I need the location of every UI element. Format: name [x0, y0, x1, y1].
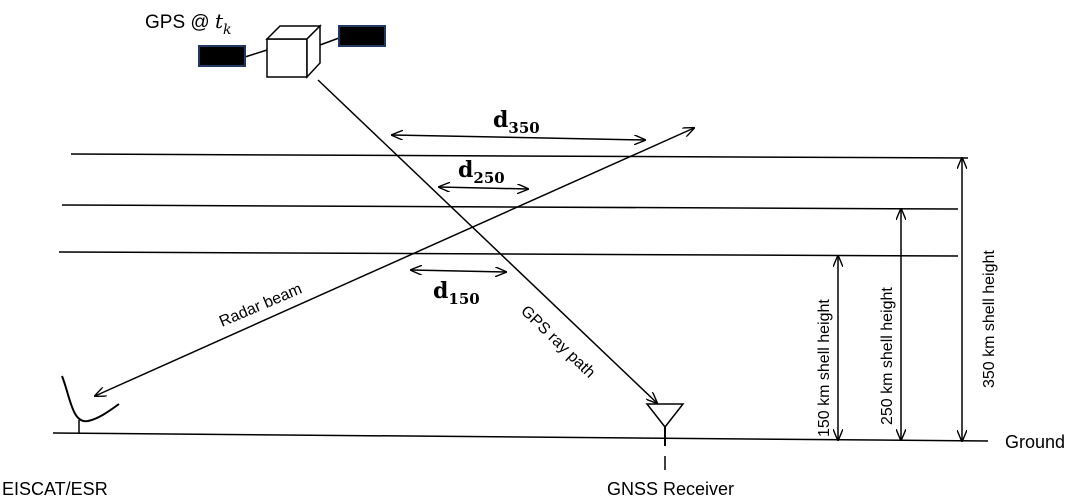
- gnss-receiver-label: GNSS Receiver: [607, 479, 734, 499]
- radar-beam-label: Radar beam: [217, 281, 305, 331]
- antenna-icon: [647, 404, 683, 470]
- height-350-label: 350 km shell height: [981, 250, 998, 388]
- distance-250-arrow: [439, 187, 528, 189]
- height-250-label: 250 km shell height: [879, 287, 896, 425]
- height-150-label: 150 km shell height: [816, 299, 833, 437]
- radar-beam: [95, 128, 694, 396]
- radar-station-label: EISCAT/ESR: [2, 479, 108, 499]
- distance-350-label: d350: [493, 107, 540, 137]
- ground-label: Ground: [1005, 432, 1065, 452]
- radar-dish-icon: [62, 376, 119, 421]
- distance-150-arrow: [411, 270, 506, 272]
- distance-250-label: d250: [458, 157, 505, 187]
- shell-line-150: [59, 252, 958, 256]
- shell-line-350: [71, 154, 968, 158]
- gps-ray-path-label: GPS ray path: [517, 303, 598, 382]
- satellite-label: GPS @ tk: [145, 9, 232, 38]
- ground-line: [53, 433, 988, 441]
- shell-line-250: [62, 205, 958, 209]
- distance-150-label: d150: [433, 278, 480, 308]
- gps-ray-path: [318, 80, 657, 403]
- solar-panel-left: [199, 46, 245, 66]
- solar-panel-right: [339, 26, 385, 46]
